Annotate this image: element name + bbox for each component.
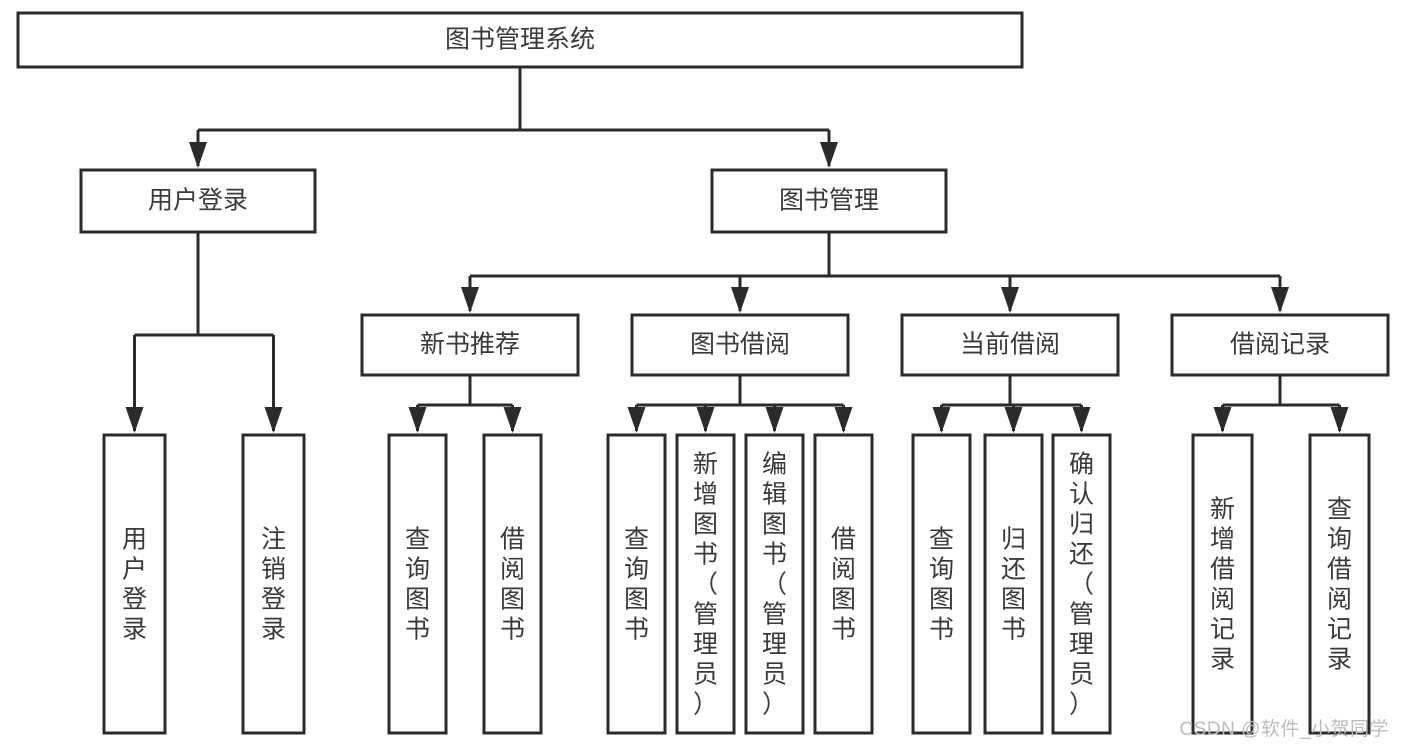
level3-node-box[interactable] <box>900 313 1120 377</box>
leaf-node-label: 确认归还（管理员） <box>1069 450 1094 718</box>
arrow-head <box>503 407 522 433</box>
node-layer: 图书管理系统用户登录图书管理新书推荐图书借阅当前借阅借阅记录用户登录注销登录查询… <box>16 11 1390 735</box>
level2-node-label: 图书管理 <box>779 187 879 215</box>
leaf-node-box[interactable] <box>482 433 543 735</box>
leaf-node-5[interactable]: 新增图书（管理员） <box>675 433 736 735</box>
leaf-node-label: 借阅图书 <box>500 525 525 643</box>
leaf-node-12[interactable]: 查询借阅记录 <box>1308 433 1371 735</box>
connector-layer <box>125 67 1349 433</box>
leaf-node-box[interactable] <box>983 433 1044 735</box>
leaf-node-label: 新增图书（管理员） <box>693 450 718 718</box>
leaf-node-label: 查询借阅记录 <box>1327 495 1352 673</box>
leaf-node-label: 借阅图书 <box>831 525 856 643</box>
arrow-head <box>627 407 646 433</box>
arrow-head <box>1004 407 1023 433</box>
arrow-head <box>1213 407 1232 433</box>
leaf-node-label: 注销登录 <box>261 525 286 643</box>
leaf-node-box[interactable] <box>1191 433 1254 735</box>
arrow-head <box>461 287 479 313</box>
leaf-node-3[interactable]: 借阅图书 <box>482 433 543 735</box>
leaf-node-label: 查询图书 <box>624 525 649 643</box>
leaf-node-label: 编辑图书（管理员） <box>762 450 787 718</box>
arrow-head <box>1330 407 1349 433</box>
arrow-head <box>932 407 951 433</box>
leaf-node-box[interactable] <box>1051 433 1112 735</box>
leaf-node-4[interactable]: 查询图书 <box>606 433 667 735</box>
leaf-node-0[interactable]: 用户登录 <box>102 433 167 735</box>
leaf-node-label: 用户登录 <box>122 525 147 643</box>
level3-node-0[interactable]: 新书推荐 <box>360 313 580 377</box>
level3-node-3[interactable]: 借阅记录 <box>1170 313 1390 377</box>
level3-node-box[interactable] <box>360 313 580 377</box>
arrow-head <box>696 407 715 433</box>
leaf-node-box[interactable] <box>102 433 167 735</box>
root-node-label: 图书管理系统 <box>445 26 595 54</box>
leaf-node-box[interactable] <box>744 433 805 735</box>
leaf-node-box[interactable] <box>387 433 448 735</box>
level3-node-1[interactable]: 图书借阅 <box>630 313 850 377</box>
arrow-head <box>408 407 427 433</box>
leaf-node-box[interactable] <box>813 433 874 735</box>
arrow-head <box>765 407 784 433</box>
leaf-node-label: 归还图书 <box>1001 525 1026 643</box>
level2-node-label: 用户登录 <box>148 187 248 215</box>
leaf-node-box[interactable] <box>1308 433 1371 735</box>
leaf-node-label: 查询图书 <box>405 525 430 643</box>
level2-node-box[interactable] <box>79 168 317 234</box>
leaf-node-box[interactable] <box>241 433 306 735</box>
leaf-node-6[interactable]: 编辑图书（管理员） <box>744 433 805 735</box>
leaf-node-label: 查询图书 <box>929 525 954 643</box>
arrow-head <box>731 287 749 313</box>
leaf-node-11[interactable]: 新增借阅记录 <box>1191 433 1254 735</box>
leaf-node-box[interactable] <box>606 433 667 735</box>
arrow-head <box>820 142 838 168</box>
leaf-node-label: 新增借阅记录 <box>1210 495 1235 673</box>
leaf-node-1[interactable]: 注销登录 <box>241 433 306 735</box>
leaf-node-7[interactable]: 借阅图书 <box>813 433 874 735</box>
leaf-node-box[interactable] <box>911 433 972 735</box>
level3-node-box[interactable] <box>630 313 850 377</box>
level3-node-2[interactable]: 当前借阅 <box>900 313 1120 377</box>
arrow-head <box>1271 287 1289 313</box>
root-node-0[interactable]: 图书管理系统 <box>16 11 1024 69</box>
leaf-node-8[interactable]: 查询图书 <box>911 433 972 735</box>
level3-node-label: 新书推荐 <box>420 331 520 359</box>
leaf-node-10[interactable]: 确认归还（管理员） <box>1051 433 1112 735</box>
leaf-node-2[interactable]: 查询图书 <box>387 433 448 735</box>
level2-node-1[interactable]: 图书管理 <box>710 168 948 234</box>
root-node-box[interactable] <box>16 11 1024 69</box>
arrow-head <box>189 142 207 168</box>
level2-node-0[interactable]: 用户登录 <box>79 168 317 234</box>
level3-node-label: 图书借阅 <box>690 331 790 359</box>
arrow-head <box>1072 407 1091 433</box>
leaf-node-box[interactable] <box>675 433 736 735</box>
leaf-node-9[interactable]: 归还图书 <box>983 433 1044 735</box>
arrow-head <box>125 407 144 433</box>
level3-node-box[interactable] <box>1170 313 1390 377</box>
arrow-head <box>1001 287 1019 313</box>
level3-node-label: 当前借阅 <box>960 331 1060 359</box>
arrow-head <box>264 407 283 433</box>
level2-node-box[interactable] <box>710 168 948 234</box>
level3-node-label: 借阅记录 <box>1230 331 1330 359</box>
arrow-head <box>834 407 853 433</box>
